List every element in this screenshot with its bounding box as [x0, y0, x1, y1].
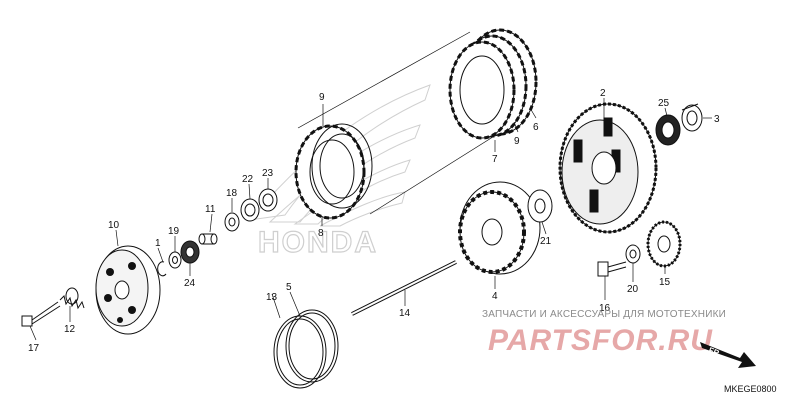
part-20-washer[interactable] — [625, 244, 641, 264]
watermark: ЗАПЧАСТИ И АКСЕССУАРЫ ДЛЯ МОТОТЕХНИКИ PA… — [482, 309, 726, 357]
part-22-judder-spring[interactable] — [240, 198, 260, 222]
callout-2: 2 — [600, 88, 606, 99]
callout-5: 5 — [286, 282, 292, 293]
part-19-washer[interactable] — [168, 251, 182, 269]
callout-22: 22 — [242, 174, 254, 185]
watermark-subtitle: ЗАПЧАСТИ И АКСЕССУАРЫ ДЛЯ МОТОТЕХНИКИ — [482, 309, 726, 320]
callout-17: 17 — [28, 343, 40, 354]
callout-9a: 9 — [319, 92, 325, 103]
callout-9b: 9 — [514, 136, 520, 147]
part-23-spring-seat[interactable] — [258, 188, 278, 212]
callout-25: 25 — [658, 98, 670, 109]
diagram-code: MKEGE0800 — [724, 384, 777, 394]
callout-24: 24 — [184, 278, 196, 289]
part-15-gear[interactable] — [646, 220, 682, 268]
callout-18: 18 — [226, 188, 238, 199]
callout-leader-lines — [29, 98, 712, 341]
watermark-brand: PARTSFOR.RU — [488, 324, 713, 357]
callout-11: 11 — [205, 204, 216, 215]
callout-21: 21 — [540, 236, 552, 247]
callout-4: 4 — [492, 291, 498, 302]
callout-14: 14 — [399, 308, 411, 319]
part-10-pressure-plate[interactable] — [95, 245, 161, 335]
callout-1: 1 — [155, 238, 161, 249]
honda-logo-text: HONDA — [258, 226, 378, 259]
callout-labels: 1 2 3 4 5 6 7 8 9 9 10 11 12 13 14 15 16… — [28, 88, 720, 354]
callout-23: 23 — [262, 168, 274, 179]
part-24-bearing[interactable] — [180, 240, 200, 264]
part-25-needle-bearing[interactable] — [655, 114, 681, 146]
callout-10: 10 — [108, 220, 120, 231]
callout-12: 12 — [64, 324, 76, 335]
part-9-clutch-plate-front[interactable] — [311, 123, 373, 209]
part-13-ring[interactable] — [273, 315, 327, 389]
callout-20: 20 — [627, 284, 639, 295]
callout-15: 15 — [659, 277, 671, 288]
callout-16: 16 — [599, 303, 611, 314]
part-16-bolt[interactable] — [597, 261, 627, 277]
part-11-lifter-piece[interactable] — [198, 233, 218, 245]
callout-19: 19 — [168, 226, 180, 237]
part-6-friction-disk-stack[interactable] — [448, 28, 538, 140]
part-4-clutch-center[interactable] — [458, 181, 541, 275]
part-1-circlip[interactable] — [157, 261, 167, 277]
part-18-washer[interactable] — [224, 212, 240, 232]
part-12-spring[interactable] — [59, 287, 85, 310]
part-14-lifter-rod[interactable] — [351, 260, 457, 316]
callout-7: 7 — [492, 154, 498, 165]
front-direction-arrow: FR. — [700, 342, 756, 368]
direction-label: FR. — [707, 346, 722, 359]
part-2-clutch-outer[interactable] — [558, 102, 658, 234]
part-21-thrust-washer[interactable] — [527, 189, 553, 223]
callout-13: 13 — [266, 292, 278, 303]
part-17-bolt[interactable] — [21, 301, 61, 327]
part-3-collar[interactable] — [681, 103, 703, 132]
part-5-ring[interactable] — [285, 309, 339, 383]
callout-3: 3 — [714, 114, 720, 125]
callout-6: 6 — [533, 122, 539, 133]
callout-8: 8 — [318, 228, 324, 239]
